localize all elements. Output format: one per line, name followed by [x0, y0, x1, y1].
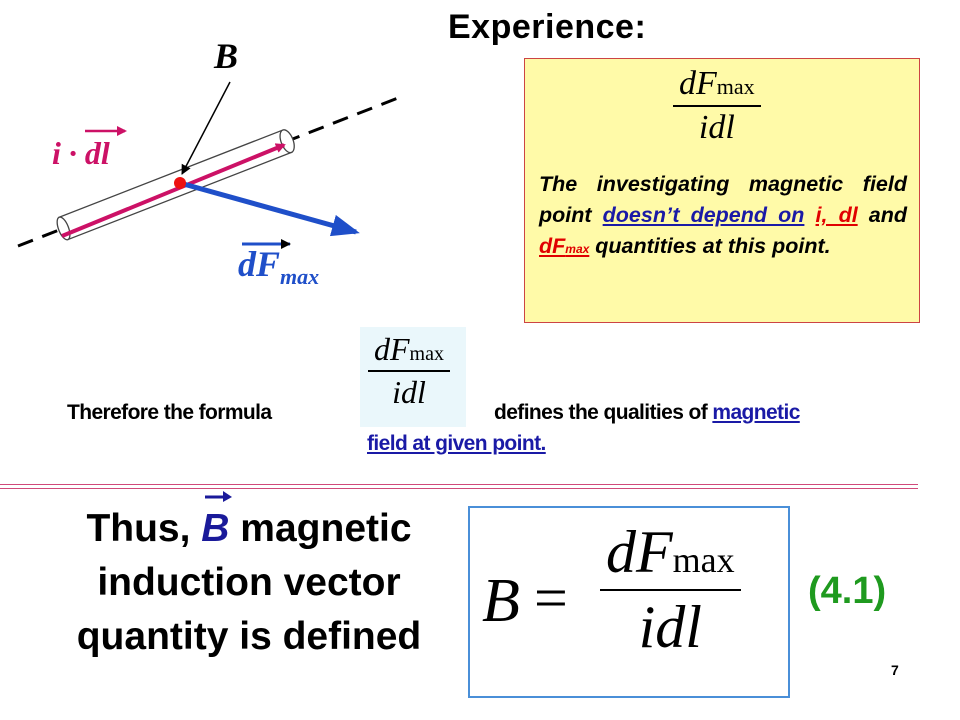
defines-text: defines the qualities of magnetic [494, 401, 800, 425]
page-number: 7 [891, 662, 899, 678]
slide-title: Experience: [448, 8, 647, 46]
force-arrow [179, 180, 360, 237]
formula-fraction: dFmax idl [600, 518, 741, 662]
formula-lhs: B [482, 567, 520, 635]
experience-box: dFmax idl The investigating magnetic fie… [524, 58, 920, 323]
fraction-numerator-sub: max [716, 74, 755, 99]
force-label-text: dFmax [238, 244, 319, 289]
fraction-denominator: idl [698, 108, 735, 146]
b-pointer-arrow [181, 81, 231, 175]
b-vector-symbol: B [201, 491, 233, 556]
b-label: B [213, 36, 238, 76]
therefore-text: Therefore the formula [67, 401, 272, 424]
formula-fraction-bar [600, 589, 741, 591]
magnetic-link[interactable]: magnetic [712, 401, 800, 424]
formula-denominator: idl [638, 594, 702, 660]
thus-line-1: Thus, B magnetic [40, 491, 458, 556]
i-dl-highlight: i, dl [815, 203, 858, 227]
current-arrow [61, 143, 286, 238]
current-label: i · dl [52, 126, 127, 171]
definition-formula-box: B = dFmax idl [468, 506, 790, 698]
formula-numerator: dF [606, 519, 673, 585]
thus-line-2: induction vector [97, 561, 401, 604]
field-at-point-line: field at given point. [367, 432, 546, 456]
and-text: and [857, 203, 907, 227]
experience-text: The investigating magnetic field point d… [539, 169, 907, 265]
defines-text-part: defines the qualities of [494, 401, 713, 424]
force-label-sub: max [280, 264, 319, 289]
fraction-numerator: dF [679, 65, 717, 102]
equation-number: (4.1) [808, 570, 887, 612]
formula-fraction-box: dFmax idl [360, 327, 466, 427]
middle-numerator: dF [374, 331, 410, 367]
force-label: dFmax [238, 239, 319, 289]
formula-equals: = [534, 565, 568, 631]
experience-fraction: dFmax idl [673, 65, 761, 147]
experience-text-part2: quantities at this point. [589, 234, 831, 258]
middle-fraction: dFmax idl [368, 331, 450, 411]
doesnt-depend-link[interactable]: doesn’t depend on [602, 203, 805, 227]
fraction-bar [673, 105, 761, 107]
middle-denominator: idl [392, 373, 426, 410]
experience-text-part1: The investigating magnetic field point [539, 172, 907, 227]
field-at-point-link[interactable]: field at given point. [367, 432, 546, 455]
middle-numerator-sub: max [409, 343, 444, 365]
investigation-point [174, 177, 186, 189]
thus-line-3: quantity is defined [76, 615, 422, 658]
dfmax-highlight: dFmax [539, 234, 590, 258]
divider-top [0, 484, 918, 485]
middle-fraction-bar [368, 370, 450, 372]
force-diagram: B i · dl dFmax [17, 36, 399, 289]
current-label-text: i · dl [52, 135, 110, 171]
divider-bottom [0, 488, 918, 489]
formula-numerator-sub: max [672, 540, 735, 580]
thus-statement: Thus, B magnetic induction vector quanti… [40, 491, 458, 664]
